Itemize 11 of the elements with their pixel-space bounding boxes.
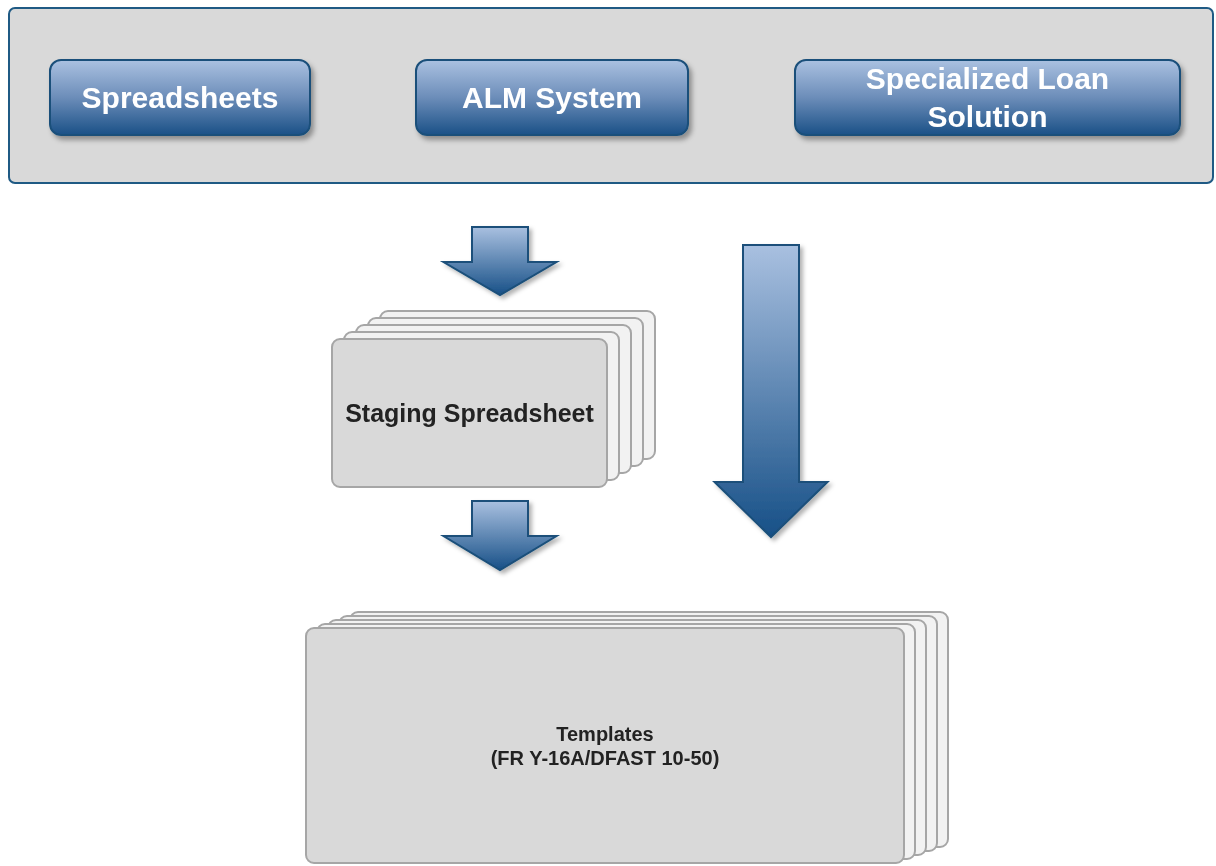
block-arrow <box>439 500 561 572</box>
card-title: Templates <box>556 721 654 746</box>
source-box: ALM System <box>415 59 689 136</box>
staging-card: Staging Spreadsheet <box>331 338 608 488</box>
system-panel <box>8 7 1214 184</box>
source-box: Specialized Loan Solution <box>794 59 1181 136</box>
source-box: Spreadsheets <box>49 59 311 136</box>
templates-card <box>305 627 905 864</box>
block-arrow <box>439 226 561 297</box>
card-subtitle: (FR Y-16A/DFAST 10-50) <box>490 745 720 770</box>
block-arrow <box>712 244 830 539</box>
